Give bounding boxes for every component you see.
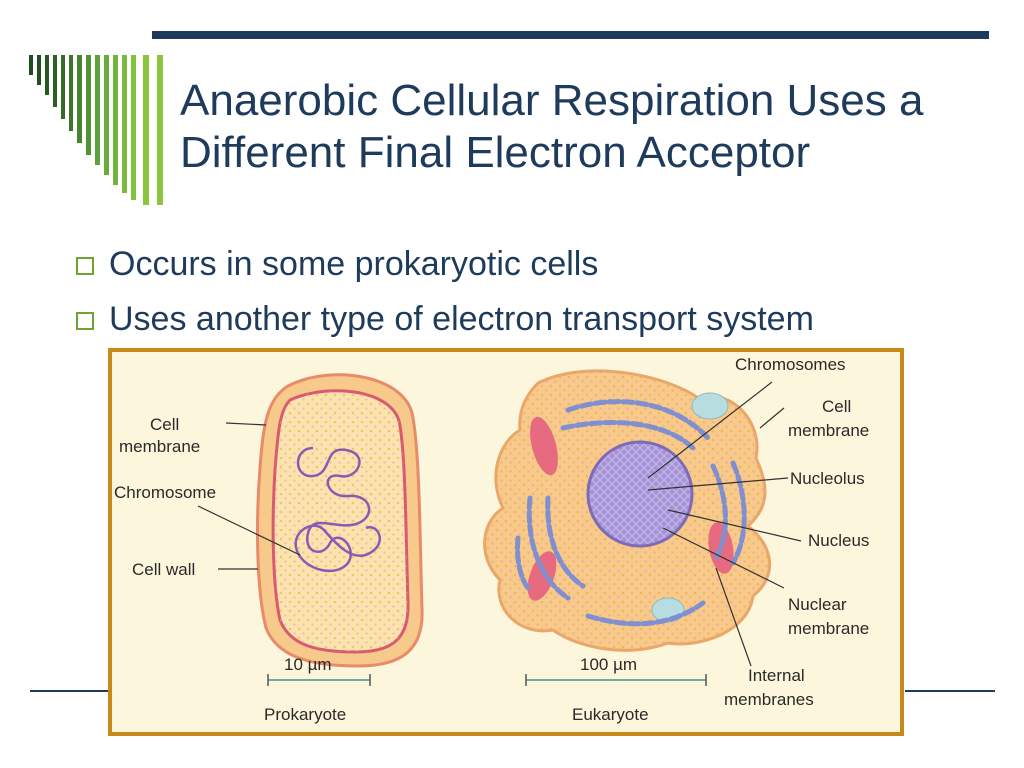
leader-line [647,477,789,491]
leader-line [197,505,301,556]
top-rule [152,31,989,39]
cytoplasm [273,390,409,652]
mitochondrion [530,416,558,476]
label-nuclear-membrane-line2: membrane [788,619,869,638]
cell-comparison-figure: Cell membrane Chromosome Cell wall 10 µm… [108,348,904,736]
leader-line [225,422,267,426]
mitochondrion [527,551,557,601]
label-chromosome: Chromosome [114,483,216,502]
label-cell-membrane-line1: Cell [150,415,179,434]
bullet-box-icon [76,311,94,330]
label-cell-membrane-euk-line2: membrane [788,421,869,440]
label-chromosomes: Chromosomes [735,355,846,374]
bullet-item: Uses another type of electron transport … [76,292,814,347]
bottom-rule-right [905,690,995,692]
bullet-box-icon [76,256,94,275]
label-nucleolus: Nucleolus [790,469,865,488]
label-cell-membrane-line2: membrane [119,437,200,456]
leader-line [667,509,802,542]
prokaryote-caption: Prokaryote [264,705,346,724]
label-cell-membrane-euk-line1: Cell [822,397,851,416]
figure-frame [108,348,904,736]
bullet-item: Occurs in some prokaryotic cells [76,237,814,292]
internal-membranes [515,399,747,627]
eukaryote-cell [483,369,772,652]
bullet-text: Occurs in some prokaryotic cells [109,245,599,283]
chromosome-coil [294,446,382,573]
eukaryote-scale-bar [525,674,707,686]
prokaryote-scale-label: 10 µm [284,655,332,674]
leader-line [759,407,785,429]
leader-line [647,381,773,479]
eukaryote-caption: Eukaryote [572,705,649,724]
vacuole [691,392,729,420]
decorative-stripes [29,55,163,205]
leader-line [715,567,752,667]
eukaryote-scale-label: 100 µm [580,655,637,674]
leader-line [662,527,785,589]
bottom-rule-left [30,690,110,692]
label-nuclear-membrane-line1: Nuclear [788,595,847,614]
nucleus [586,440,694,548]
label-internal-membranes-line1: Internal [748,666,805,685]
label-internal-membranes-line2: membranes [724,690,814,709]
slide-title: Anaerobic Cellular Respiration Uses a Di… [180,76,924,177]
bullet-text: Uses another type of electron transport … [109,300,814,338]
prokaryote-scale-bar [267,674,371,686]
bullet-list: Occurs in some prokaryotic cells Uses an… [76,237,814,347]
label-nucleus: Nucleus [808,531,869,550]
prokaryote-cell [256,373,424,668]
label-cell-wall: Cell wall [132,560,195,579]
